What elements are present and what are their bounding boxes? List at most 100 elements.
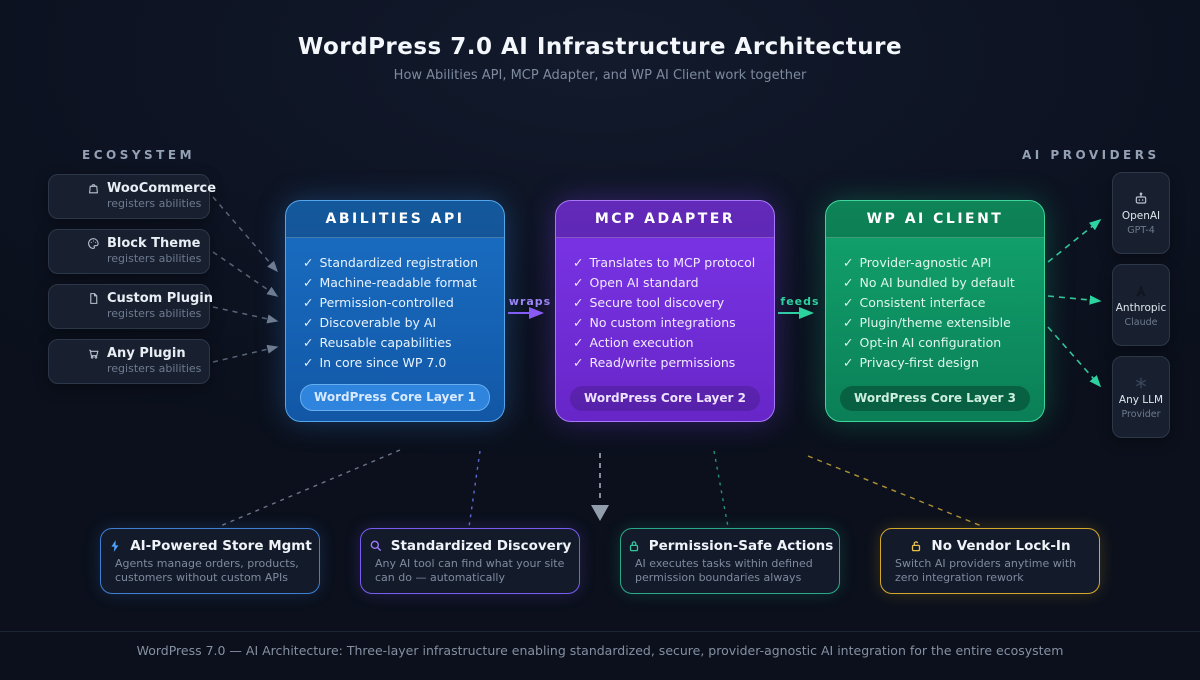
lock-icon bbox=[627, 539, 641, 553]
check-icon: ✓ bbox=[303, 335, 314, 350]
feature-item: ✓In core since WP 7.0 bbox=[303, 355, 447, 370]
ecosystem-node-block-theme: Block Theme registers abilities bbox=[48, 229, 210, 274]
feature-item: ✓Machine-readable format bbox=[303, 275, 477, 290]
ecosystem-node-woocommerce: WooCommerce registers abilities bbox=[48, 174, 216, 219]
feeds-connector-label: feeds bbox=[780, 295, 820, 308]
provider-sub: Provider bbox=[1121, 408, 1161, 420]
check-icon: ✓ bbox=[303, 275, 314, 290]
layer-feature-list: ✓Translates to MCP protocol ✓Open AI sta… bbox=[556, 238, 774, 373]
benefit-card-standardized-discovery: Standardized Discovery Any AI tool can f… bbox=[360, 528, 580, 594]
provider-sub: Claude bbox=[1124, 316, 1158, 328]
layer-card-mcp-adapter: MCP ADAPTER ✓Translates to MCP protocol … bbox=[555, 200, 775, 422]
magnifier-icon bbox=[369, 539, 383, 553]
down-arrowhead bbox=[591, 505, 609, 521]
check-icon: ✓ bbox=[573, 275, 584, 290]
benefit-desc: AI executes tasks within defined permiss… bbox=[635, 557, 813, 584]
provider-name: Anthropic bbox=[1115, 301, 1167, 314]
feature-item: ✓Privacy-first design bbox=[843, 355, 979, 370]
check-icon: ✓ bbox=[303, 355, 314, 370]
check-icon: ✓ bbox=[843, 275, 854, 290]
benefit-card-permission-safe: Permission-Safe Actions AI executes task… bbox=[620, 528, 840, 594]
edge-mcp-benefit3 bbox=[713, 450, 729, 528]
asterisk-icon bbox=[1133, 375, 1149, 391]
check-icon: ✓ bbox=[573, 335, 584, 350]
benefit-title: Permission-Safe Actions bbox=[648, 538, 834, 554]
robot-icon bbox=[1133, 191, 1149, 207]
provider-name: Any LLM bbox=[1118, 393, 1164, 406]
benefit-title: No Vendor Lock-In bbox=[931, 538, 1071, 554]
providers-section-label: AI PROVIDERS bbox=[1022, 148, 1160, 162]
check-icon: ✓ bbox=[843, 295, 854, 310]
palette-icon bbox=[87, 237, 100, 250]
provider-name: OpenAI bbox=[1121, 209, 1161, 222]
feature-item: ✓Read/write permissions bbox=[573, 355, 736, 370]
edge-client-openai bbox=[1047, 218, 1102, 263]
ecosystem-node-name: WooCommerce bbox=[107, 181, 217, 196]
layer-feature-list: ✓Provider-agnostic API ✓No AI bundled by… bbox=[826, 238, 1044, 373]
layer-card-title: ABILITIES API bbox=[286, 201, 504, 238]
benefit-card-no-lock-in: No Vendor Lock-In Switch AI providers an… bbox=[880, 528, 1100, 594]
footer-divider bbox=[0, 631, 1200, 632]
layer-card-title: WP AI CLIENT bbox=[826, 201, 1044, 238]
ecosystem-node-sub: registers abilities bbox=[107, 362, 202, 375]
feature-item: ✓Plugin/theme extensible bbox=[843, 315, 1011, 330]
page-subtitle: How Abilities API, MCP Adapter, and WP A… bbox=[393, 68, 807, 83]
check-icon: ✓ bbox=[573, 355, 584, 370]
benefit-title: Standardized Discovery bbox=[390, 538, 572, 554]
document-icon bbox=[87, 292, 100, 305]
ecosystem-section-label: ECOSYSTEM bbox=[82, 148, 196, 162]
core-layer-badge: WordPress Core Layer 1 bbox=[300, 384, 490, 411]
shopping-bag-icon bbox=[87, 182, 100, 195]
edge-abilities-benefit1 bbox=[217, 449, 401, 528]
feature-item: ✓Standardized registration bbox=[303, 255, 479, 270]
provider-sub: GPT-4 bbox=[1127, 224, 1155, 236]
edge-client-anthropic bbox=[1047, 295, 1102, 305]
check-icon: ✓ bbox=[573, 255, 584, 270]
feature-item: ✓Translates to MCP protocol bbox=[573, 255, 756, 270]
feature-item: ✓Action execution bbox=[573, 335, 694, 350]
edge-woocommerce-abilities bbox=[212, 196, 278, 273]
check-icon: ✓ bbox=[843, 355, 854, 370]
check-icon: ✓ bbox=[303, 315, 314, 330]
ecosystem-node-name: Any Plugin bbox=[107, 346, 186, 361]
feature-item: ✓Provider-agnostic API bbox=[843, 255, 992, 270]
layer-card-title: MCP ADAPTER bbox=[556, 201, 774, 238]
feature-item: ✓No AI bundled by default bbox=[843, 275, 1015, 290]
core-layer-badge: WordPress Core Layer 3 bbox=[840, 386, 1030, 411]
benefit-desc: Switch AI providers anytime with zero in… bbox=[895, 557, 1077, 584]
layer-card-abilities-api: ABILITIES API ✓Standardized registration… bbox=[285, 200, 505, 422]
edge-client-benefit4 bbox=[807, 455, 985, 528]
core-layer-badge: WordPress Core Layer 2 bbox=[570, 386, 760, 411]
check-icon: ✓ bbox=[303, 295, 314, 310]
benefit-desc: Agents manage orders, products, customer… bbox=[115, 557, 299, 584]
check-icon: ✓ bbox=[303, 255, 314, 270]
feature-item: ✓Permission-controlled bbox=[303, 295, 454, 310]
feature-item: ✓Consistent interface bbox=[843, 295, 986, 310]
feature-item: ✓Reusable capabilities bbox=[303, 335, 452, 350]
edge-anyplugin-abilities bbox=[212, 344, 279, 363]
edge-blocktheme-abilities bbox=[212, 251, 279, 297]
page-title: WordPress 7.0 AI Infrastructure Architec… bbox=[297, 34, 903, 60]
benefit-card-store-mgmt: AI-Powered Store Mgmt Agents manage orde… bbox=[100, 528, 320, 594]
feature-item: ✓No custom integrations bbox=[573, 315, 736, 330]
ecosystem-node-any-plugin: Any Plugin registers abilities bbox=[48, 339, 210, 384]
ecosystem-node-sub: registers abilities bbox=[107, 252, 202, 265]
feature-item: ✓Discoverable by AI bbox=[303, 315, 437, 330]
edge-client-anyllm bbox=[1047, 326, 1102, 388]
layer-card-wp-ai-client: WP AI CLIENT ✓Provider-agnostic API ✓No … bbox=[825, 200, 1045, 422]
ecosystem-node-name: Block Theme bbox=[107, 236, 201, 251]
layer-feature-list: ✓Standardized registration ✓Machine-read… bbox=[286, 238, 504, 373]
check-icon: ✓ bbox=[843, 255, 854, 270]
check-icon: ✓ bbox=[843, 335, 854, 350]
benefit-title: AI-Powered Store Mgmt bbox=[130, 538, 312, 554]
provider-node-anthropic: Anthropic Claude bbox=[1112, 264, 1170, 346]
anthropic-logo-icon bbox=[1133, 283, 1149, 299]
provider-node-openai: OpenAI GPT-4 bbox=[1112, 172, 1170, 254]
lightning-icon bbox=[108, 539, 122, 553]
unlock-icon bbox=[909, 539, 923, 553]
provider-node-any-llm: Any LLM Provider bbox=[1112, 356, 1170, 438]
ecosystem-node-custom-plugin: Custom Plugin registers abilities bbox=[48, 284, 213, 329]
cart-icon bbox=[87, 347, 100, 360]
check-icon: ✓ bbox=[843, 315, 854, 330]
